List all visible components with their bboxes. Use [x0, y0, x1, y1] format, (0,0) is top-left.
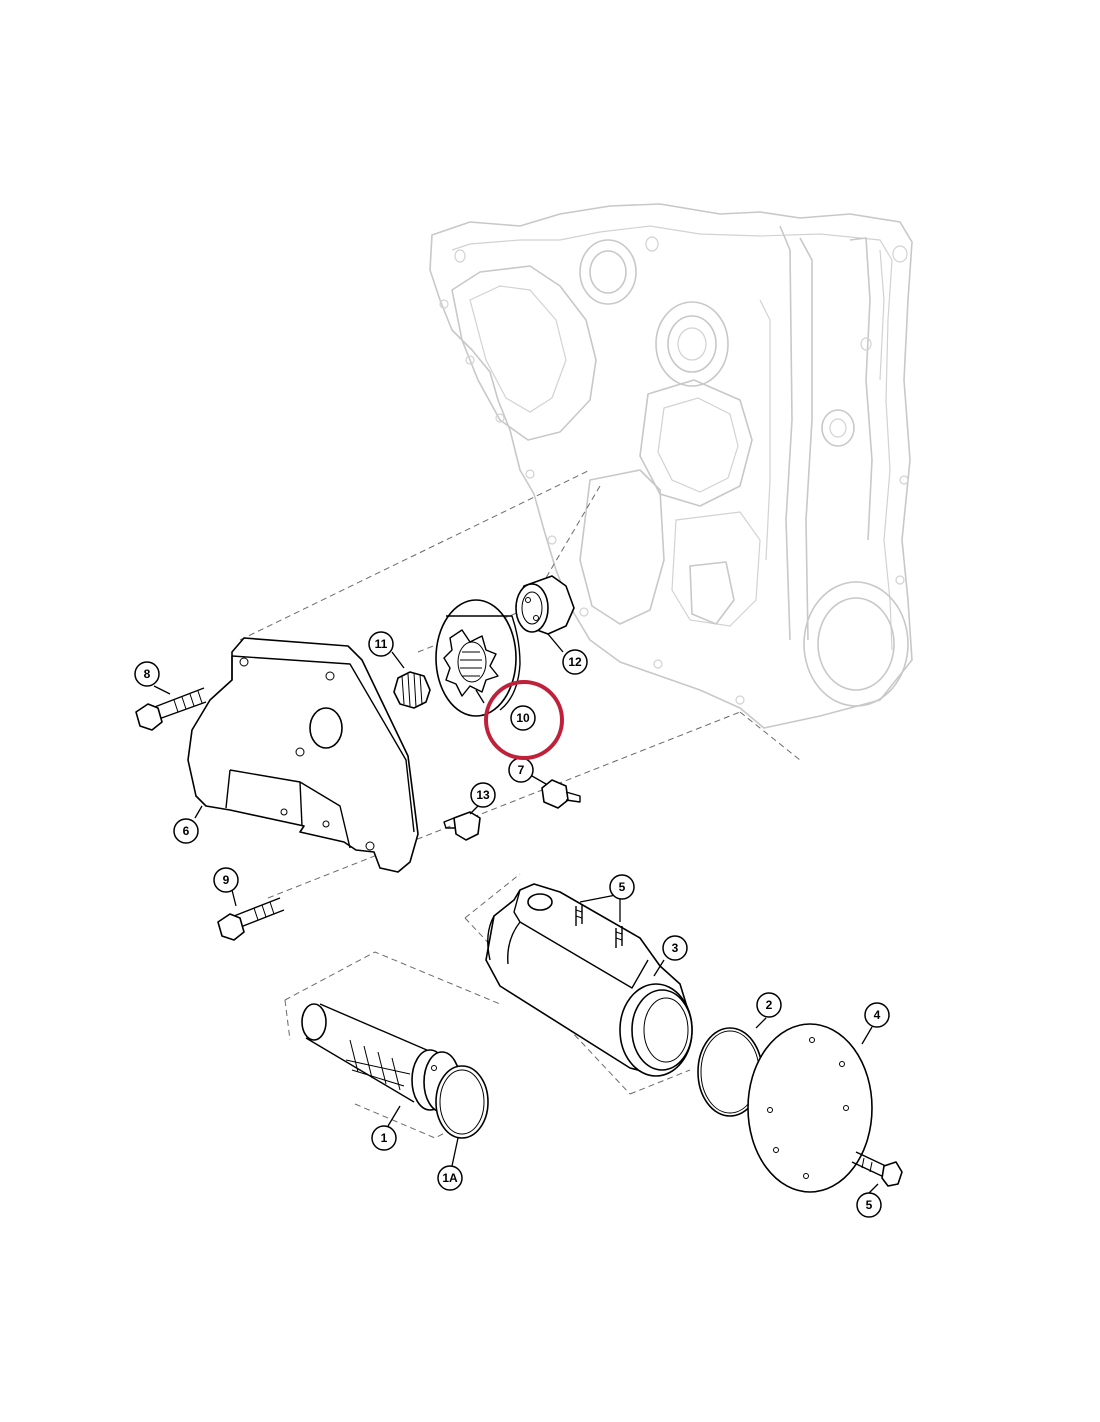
callout-leaders [153, 633, 879, 1195]
svg-text:1: 1 [381, 1131, 388, 1145]
callout-2: 2 [756, 992, 782, 1018]
svg-text:3: 3 [672, 941, 679, 955]
svg-text:13: 13 [476, 788, 490, 802]
needle-bearing [393, 671, 431, 709]
cover-bolt [851, 1151, 903, 1187]
callout-7: 7 [508, 757, 534, 783]
callout-13: 13 [470, 782, 496, 808]
transmission-housing [429, 203, 913, 729]
svg-text:8: 8 [144, 667, 151, 681]
svg-text:12: 12 [568, 655, 582, 669]
bolt-9 [217, 897, 285, 941]
callout-9: 9 [213, 867, 239, 893]
callout-5-studs: 5 [609, 874, 635, 900]
cover-plate [747, 1023, 873, 1193]
callout-3: 3 [662, 935, 688, 961]
pump-housing [187, 637, 419, 873]
svg-text:1A: 1A [442, 1171, 458, 1185]
svg-text:2: 2 [766, 998, 773, 1012]
callout-8: 8 [134, 661, 160, 687]
callout-6: 6 [173, 818, 199, 844]
highlight-ring [484, 680, 564, 760]
filter-housing [485, 883, 693, 1077]
svg-text:10: 10 [516, 711, 530, 725]
svg-text:7: 7 [518, 763, 525, 777]
callout-1a: 1A [437, 1165, 463, 1191]
bolt-8 [135, 687, 207, 731]
plug-13 [443, 811, 481, 841]
svg-text:6: 6 [183, 824, 190, 838]
svg-text:9: 9 [223, 873, 230, 887]
callout-10: 10 [510, 705, 536, 731]
svg-text:5: 5 [866, 1198, 873, 1212]
housing-studs [575, 904, 623, 948]
svg-text:4: 4 [874, 1008, 881, 1022]
svg-text:11: 11 [375, 637, 388, 651]
callout-12: 12 [562, 649, 588, 675]
callout-1: 1 [371, 1125, 397, 1151]
svg-text:5: 5 [619, 880, 626, 894]
plug-7 [541, 779, 581, 809]
callout-5-bolt: 5 [856, 1192, 882, 1218]
bearing-cap [515, 575, 575, 635]
callout-4: 4 [864, 1002, 890, 1028]
pump-rotor [435, 599, 521, 717]
callout-11: 11 [368, 631, 394, 657]
filter-seal [435, 1065, 489, 1139]
